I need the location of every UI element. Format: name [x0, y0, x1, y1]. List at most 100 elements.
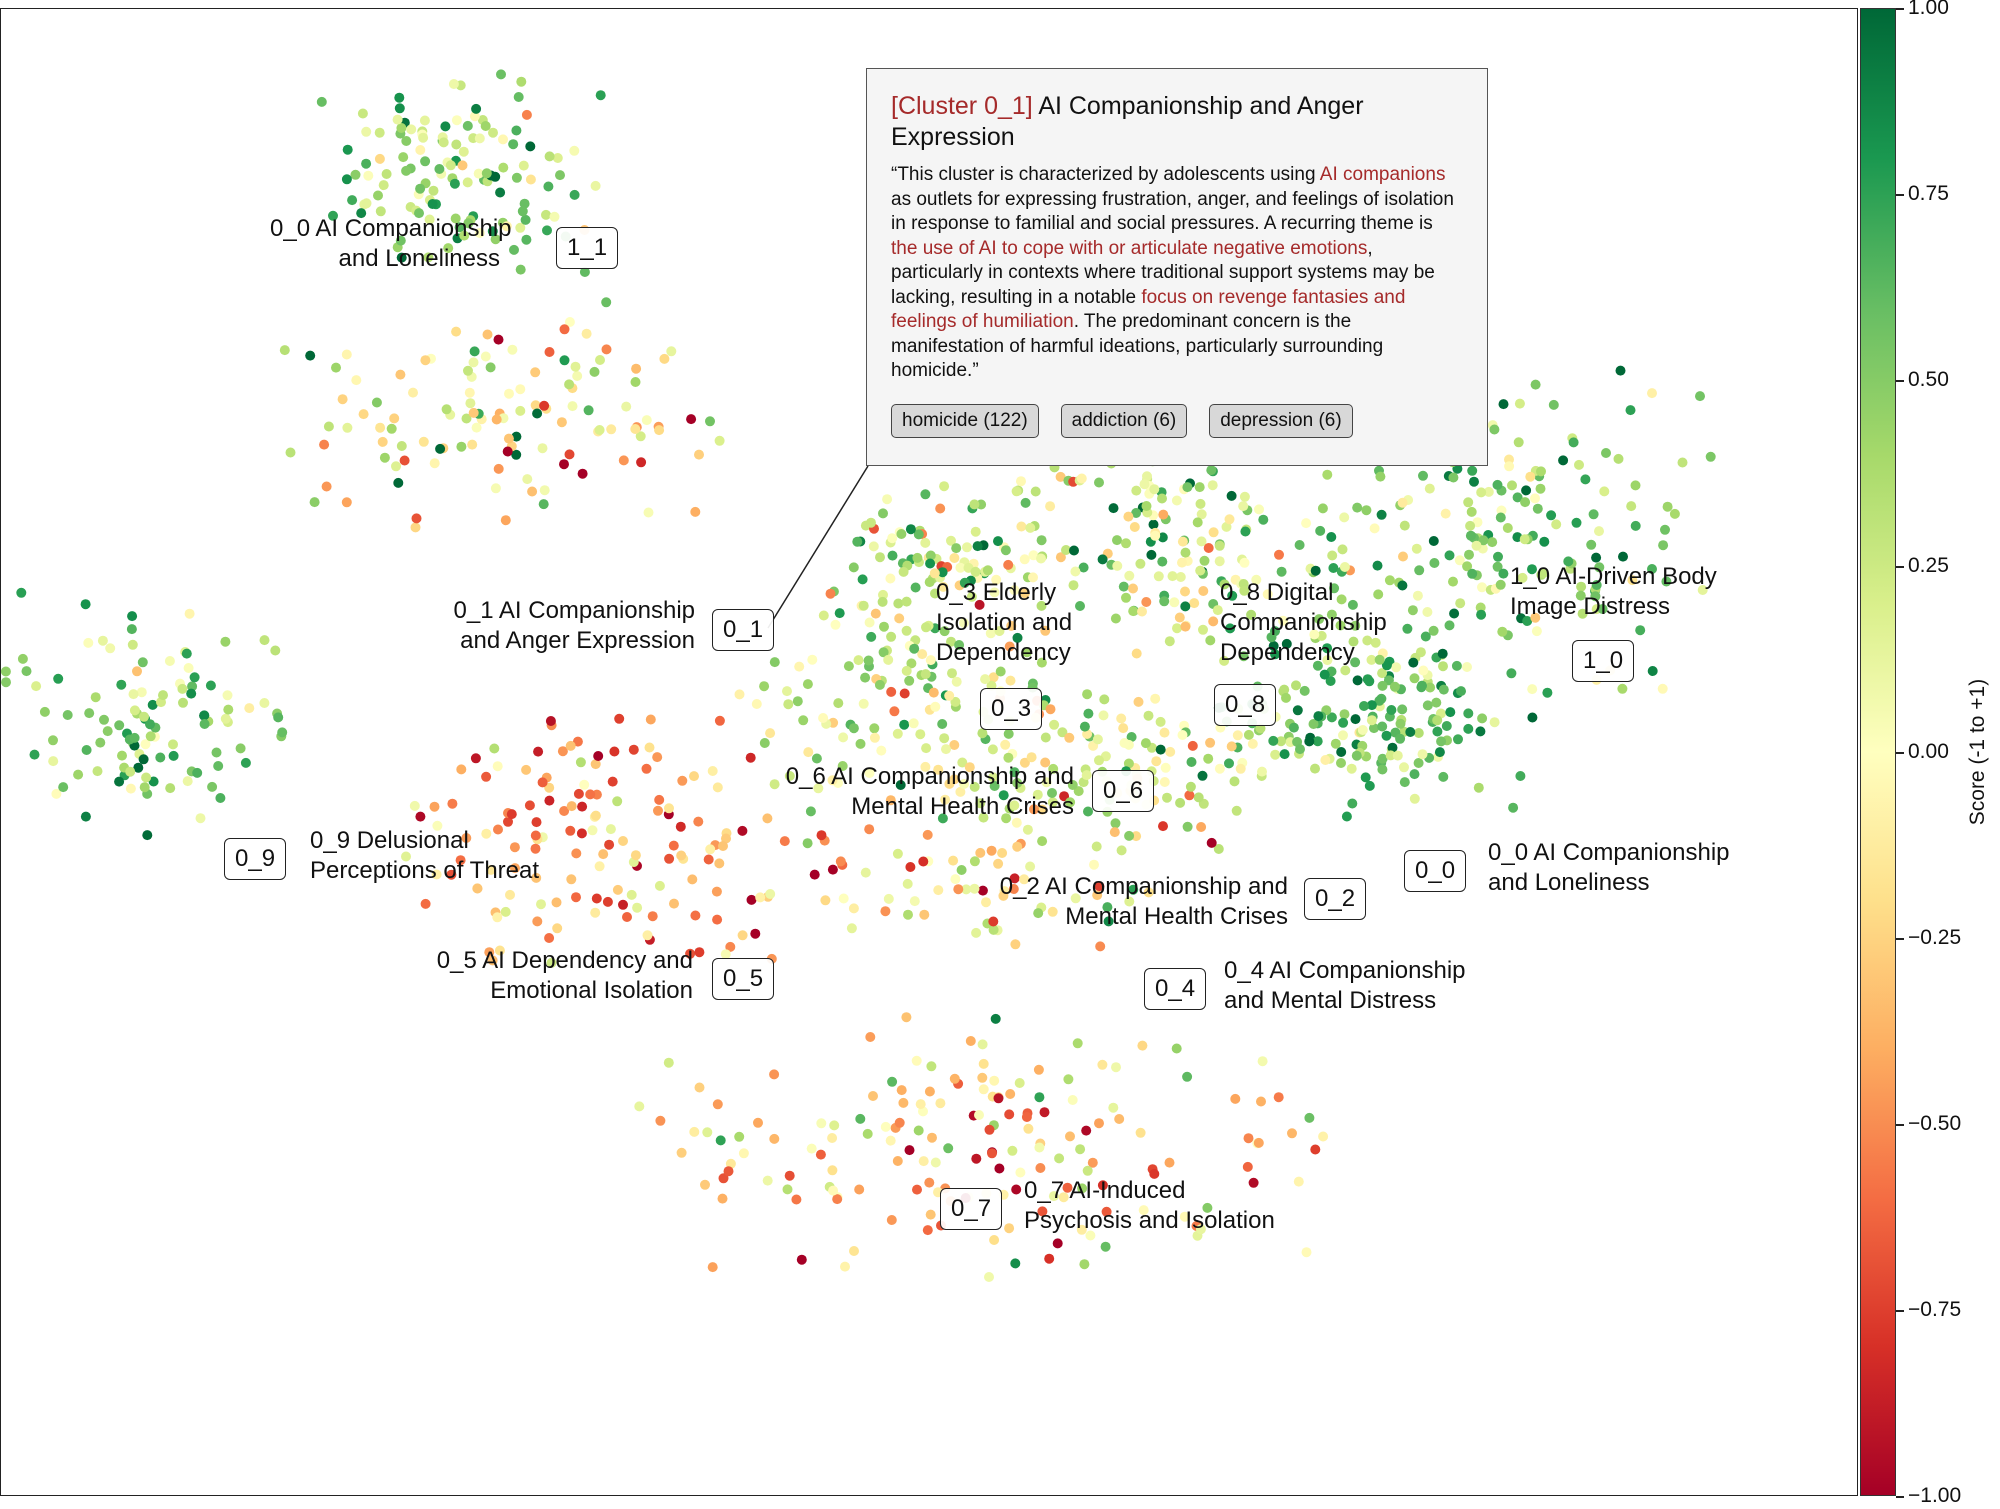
data-point-0_2 — [1083, 806, 1093, 817]
data-point-1_0 — [1310, 565, 1321, 576]
data-point-0_6 — [759, 681, 770, 692]
cluster-label-0_9: 0_9 Delusional Perceptions of Threat — [310, 827, 540, 884]
data-point-0_5 — [521, 764, 532, 775]
data-point-0_9 — [39, 706, 50, 717]
data-point-0_7 — [977, 1039, 988, 1050]
data-point-0_2 — [1175, 797, 1186, 808]
data-point-0_6 — [894, 613, 905, 624]
data-point-0_9 — [114, 720, 125, 731]
cluster-badge-0_5[interactable]: 0_5 — [712, 958, 775, 1000]
data-point-0_7 — [1081, 1125, 1092, 1136]
data-point-0_2 — [1140, 738, 1151, 749]
callout-tag[interactable]: homicide (122) — [891, 403, 1039, 438]
data-point-0_7 — [1242, 1161, 1253, 1172]
cluster-badge-0_1[interactable]: 0_1 — [712, 609, 775, 651]
cluster-badge-0_0[interactable]: 0_0 — [1404, 850, 1467, 892]
data-point-1_0 — [1429, 558, 1440, 568]
data-point-0_0 — [1381, 660, 1392, 671]
data-point-1_0 — [1535, 483, 1546, 494]
data-point-1_1 — [549, 211, 560, 222]
data-point-0_3 — [898, 566, 909, 577]
data-point-0_0 — [1387, 742, 1398, 753]
data-point-0_1 — [395, 369, 406, 380]
data-point-0_3 — [882, 494, 893, 505]
data-point-0_2 — [1177, 730, 1188, 740]
data-point-0_3 — [1025, 522, 1036, 533]
data-point-0_5 — [590, 810, 601, 821]
data-point-0_5 — [784, 771, 795, 781]
callout-tag[interactable]: depression (6) — [1209, 403, 1353, 438]
data-point-0_0 — [1391, 662, 1402, 673]
data-point-0_8 — [1203, 543, 1214, 553]
data-point-0_0 — [1441, 721, 1452, 731]
data-point-0_3 — [969, 499, 980, 510]
data-point-1_0 — [1462, 561, 1473, 572]
data-point-1_0 — [1514, 398, 1525, 409]
data-point-1_1 — [498, 134, 508, 145]
data-point-0_9 — [141, 772, 152, 783]
cluster-badge-0_3[interactable]: 0_3 — [980, 688, 1043, 730]
data-point-0_7 — [1039, 1107, 1050, 1118]
data-point-0_9 — [199, 710, 210, 721]
data-point-0_0 — [1310, 763, 1320, 774]
data-point-1_1 — [509, 244, 519, 255]
data-point-0_9 — [186, 688, 197, 699]
data-point-0_5 — [745, 752, 756, 763]
data-point-0_9 — [213, 761, 224, 771]
cluster-badge-0_9[interactable]: 0_9 — [224, 838, 287, 880]
data-point-1_1 — [398, 152, 409, 163]
data-point-0_5 — [590, 759, 601, 770]
data-point-0_8 — [1137, 606, 1147, 617]
data-point-0_7 — [901, 1012, 912, 1023]
data-point-0_1 — [694, 449, 704, 460]
data-point-0_8 — [1207, 480, 1218, 491]
data-point-0_0 — [1312, 736, 1323, 747]
data-point-1_1 — [415, 145, 426, 155]
data-point-1_1 — [361, 126, 372, 137]
colorbar-tick-mark — [1896, 752, 1904, 754]
data-point-0_2 — [1032, 789, 1043, 800]
data-point-1_1 — [459, 230, 470, 241]
data-point-0_8 — [1149, 484, 1160, 495]
data-point-0_8 — [1148, 519, 1159, 530]
data-point-0_0 — [1438, 684, 1449, 695]
data-point-0_2 — [964, 762, 975, 773]
data-point-0_5 — [685, 948, 696, 959]
cluster-badge-1_1[interactable]: 1_1 — [556, 227, 619, 269]
data-point-0_4 — [977, 885, 988, 896]
data-point-0_1 — [411, 513, 422, 524]
data-point-0_6 — [930, 701, 941, 712]
data-point-0_8 — [1171, 495, 1182, 506]
data-point-0_0 — [1292, 705, 1303, 716]
cluster-badge-0_4[interactable]: 0_4 — [1144, 968, 1207, 1010]
data-point-0_7 — [1034, 1092, 1045, 1103]
data-point-1_0 — [1626, 501, 1637, 512]
cluster-badge-0_2[interactable]: 0_2 — [1304, 878, 1367, 920]
cluster-badge-0_6[interactable]: 0_6 — [1092, 770, 1155, 812]
data-point-0_7 — [994, 1163, 1005, 1174]
data-point-1_0 — [1454, 555, 1465, 566]
data-point-1_1 — [569, 145, 580, 156]
data-point-0_7 — [1021, 1112, 1032, 1122]
data-point-0_4 — [971, 927, 982, 938]
data-point-0_5 — [644, 742, 655, 753]
cluster-badge-0_7[interactable]: 0_7 — [940, 1188, 1003, 1230]
data-point-1_1 — [513, 92, 524, 102]
data-point-0_0 — [1279, 749, 1290, 760]
data-point-0_9 — [126, 624, 137, 635]
data-point-0_7 — [885, 1135, 896, 1146]
data-point-0_4 — [919, 909, 930, 920]
callout-tag[interactable]: addiction (6) — [1060, 403, 1188, 438]
data-point-1_1 — [462, 120, 473, 131]
data-point-0_8 — [1240, 526, 1251, 537]
data-point-1_0 — [1352, 502, 1363, 513]
data-point-0_8 — [1180, 547, 1191, 558]
data-point-1_1 — [501, 221, 512, 232]
data-point-0_5 — [446, 869, 457, 880]
data-point-0_7 — [1054, 1153, 1065, 1164]
cluster-badge-0_8[interactable]: 0_8 — [1214, 684, 1277, 726]
cluster-badge-1_0[interactable]: 1_0 — [1572, 640, 1635, 682]
data-point-0_2 — [1232, 730, 1243, 741]
data-point-0_5 — [641, 763, 652, 774]
data-point-0_0 — [1399, 762, 1409, 773]
